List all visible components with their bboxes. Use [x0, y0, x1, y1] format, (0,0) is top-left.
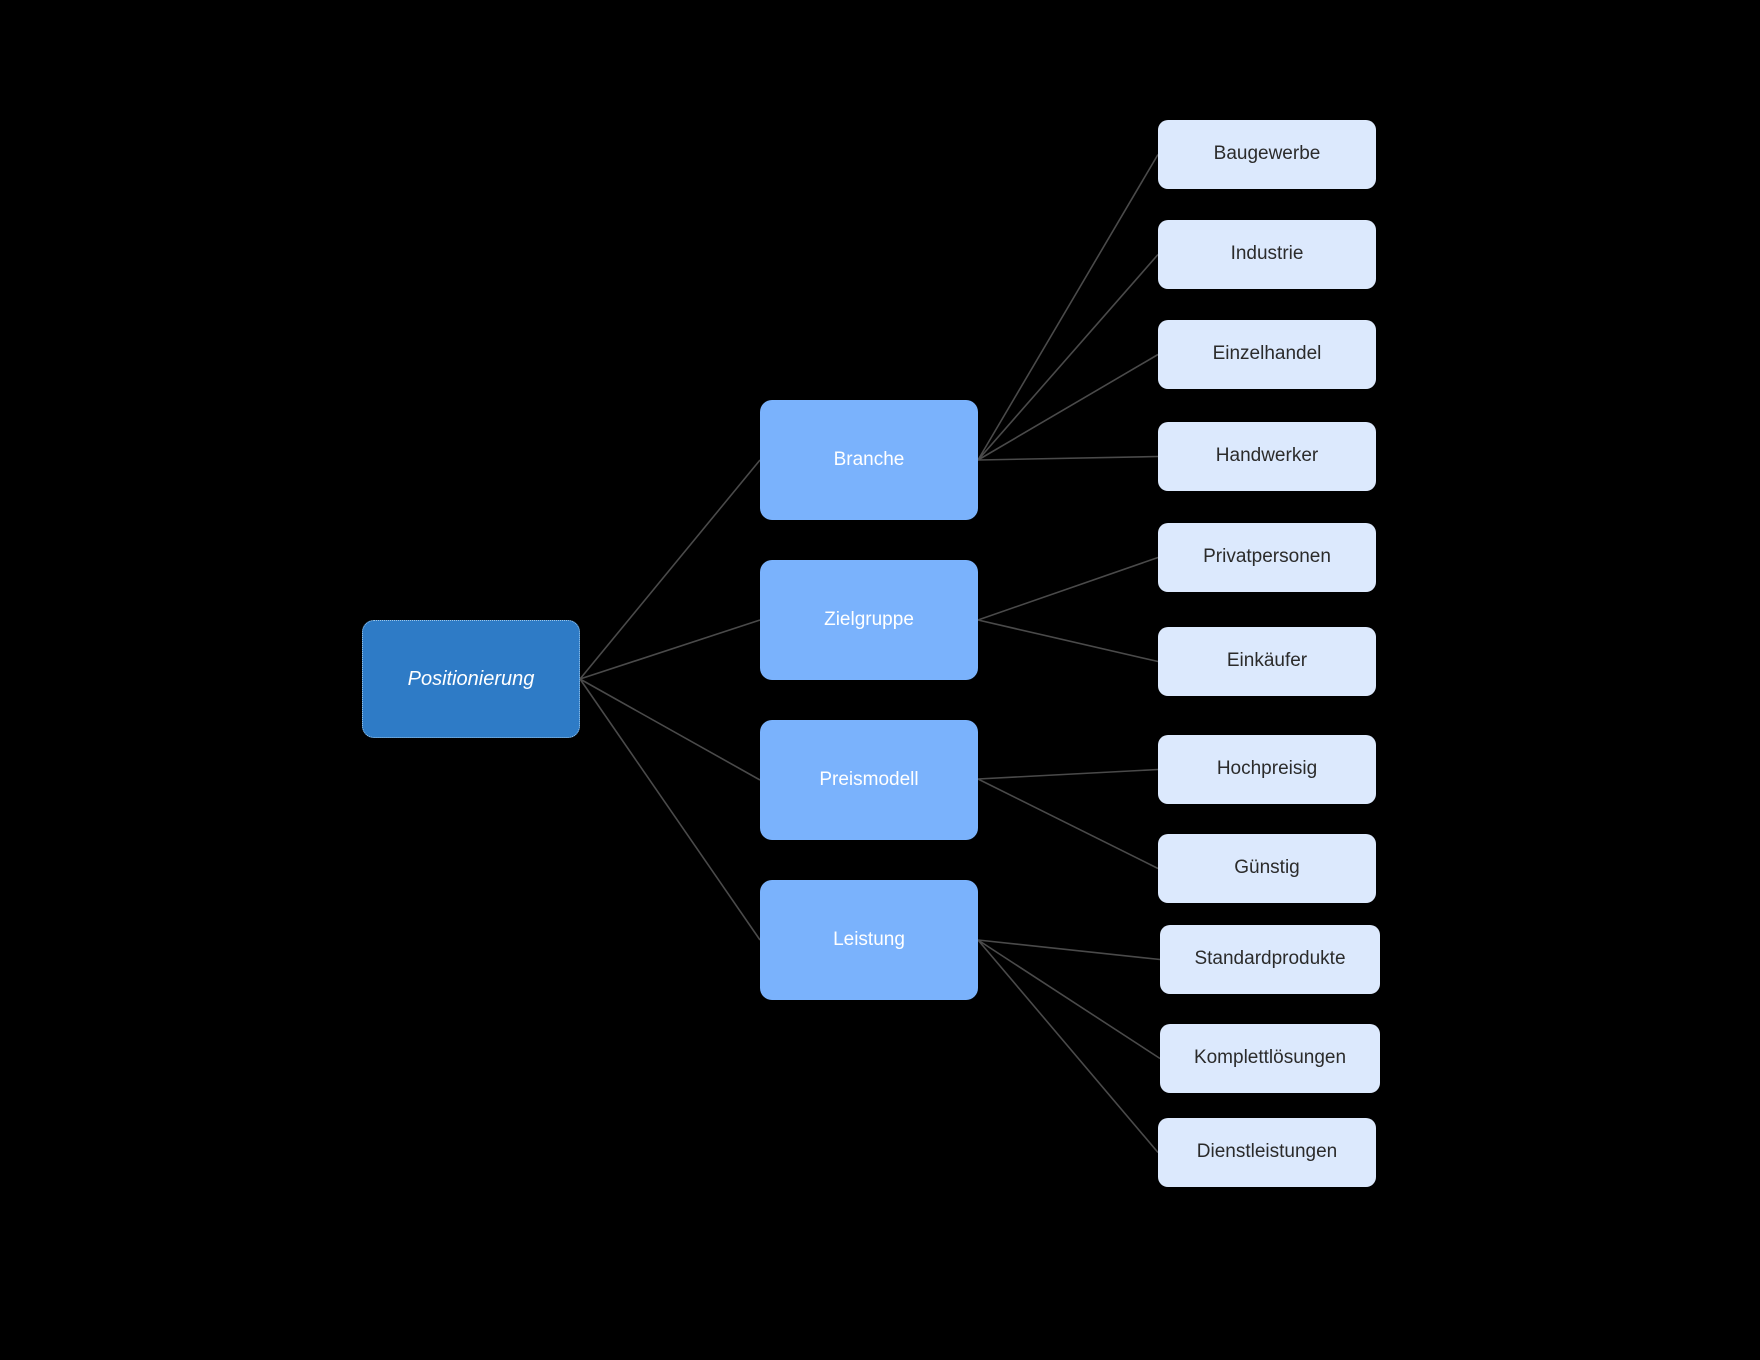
edge-branch-to-leaf-9 — [977, 939, 1161, 1060]
edge-branch-to-leaf-1 — [977, 253, 1159, 461]
edge-branch-to-leaf-7 — [977, 778, 1159, 870]
node-leaf-2[interactable]: Einzelhandel — [1158, 320, 1376, 389]
node-leaf-5-label: Einkäufer — [1226, 650, 1308, 672]
edge-branch-to-leaf-6 — [977, 768, 1159, 780]
node-leaf-4[interactable]: Privatpersonen — [1158, 523, 1376, 592]
node-branch-3-label: Leistung — [833, 928, 905, 950]
node-leaf-5[interactable]: Einkäufer — [1158, 627, 1376, 696]
node-branch-2[interactable]: Preismodell — [760, 720, 978, 840]
node-branch-0[interactable]: Branche — [760, 400, 978, 520]
node-root-positionierung-label: Positionierung — [407, 668, 535, 690]
node-leaf-0[interactable]: Baugewerbe — [1158, 120, 1376, 189]
edge-root-to-branch-2 — [579, 678, 761, 781]
node-leaf-8-label: Standardprodukte — [1194, 948, 1346, 970]
node-leaf-4-label: Privatpersonen — [1203, 546, 1331, 568]
node-leaf-1[interactable]: Industrie — [1158, 220, 1376, 289]
edge-branch-to-leaf-3 — [977, 455, 1159, 461]
node-leaf-7[interactable]: Günstig — [1158, 834, 1376, 903]
node-leaf-9[interactable]: Komplettlösungen — [1160, 1024, 1380, 1093]
node-leaf-9-label: Komplettlösungen — [1193, 1047, 1347, 1069]
edge-root-to-branch-0 — [579, 459, 761, 680]
node-leaf-1-label: Industrie — [1230, 243, 1304, 265]
edge-root-to-branch-3 — [579, 678, 761, 941]
node-leaf-10[interactable]: Dienstleistungen — [1158, 1118, 1376, 1187]
node-leaf-6[interactable]: Hochpreisig — [1158, 735, 1376, 804]
edge-branch-to-leaf-5 — [977, 619, 1159, 663]
node-leaf-10-label: Dienstleistungen — [1196, 1141, 1338, 1163]
edge-branch-to-leaf-10 — [977, 939, 1159, 1154]
edge-branch-to-leaf-2 — [977, 353, 1159, 461]
node-branch-1[interactable]: Zielgruppe — [760, 560, 978, 680]
edge-branch-to-leaf-4 — [977, 556, 1159, 621]
edge-root-to-branch-1 — [579, 619, 761, 680]
node-branch-2-label: Preismodell — [819, 768, 919, 790]
node-leaf-2-label: Einzelhandel — [1212, 343, 1322, 365]
node-root-positionierung[interactable]: Positionierung — [362, 620, 580, 738]
edge-branch-to-leaf-8 — [977, 939, 1161, 961]
edge-branch-to-leaf-0 — [977, 154, 1159, 461]
node-leaf-8[interactable]: Standardprodukte — [1160, 925, 1380, 994]
node-leaf-6-label: Hochpreisig — [1216, 758, 1318, 780]
node-branch-1-label: Zielgruppe — [824, 608, 914, 630]
node-leaf-3-label: Handwerker — [1215, 445, 1319, 467]
node-branch-0-label: Branche — [833, 448, 905, 470]
node-leaf-0-label: Baugewerbe — [1213, 143, 1321, 165]
node-leaf-7-label: Günstig — [1234, 857, 1300, 879]
node-leaf-3[interactable]: Handwerker — [1158, 422, 1376, 491]
node-branch-3[interactable]: Leistung — [760, 880, 978, 1000]
